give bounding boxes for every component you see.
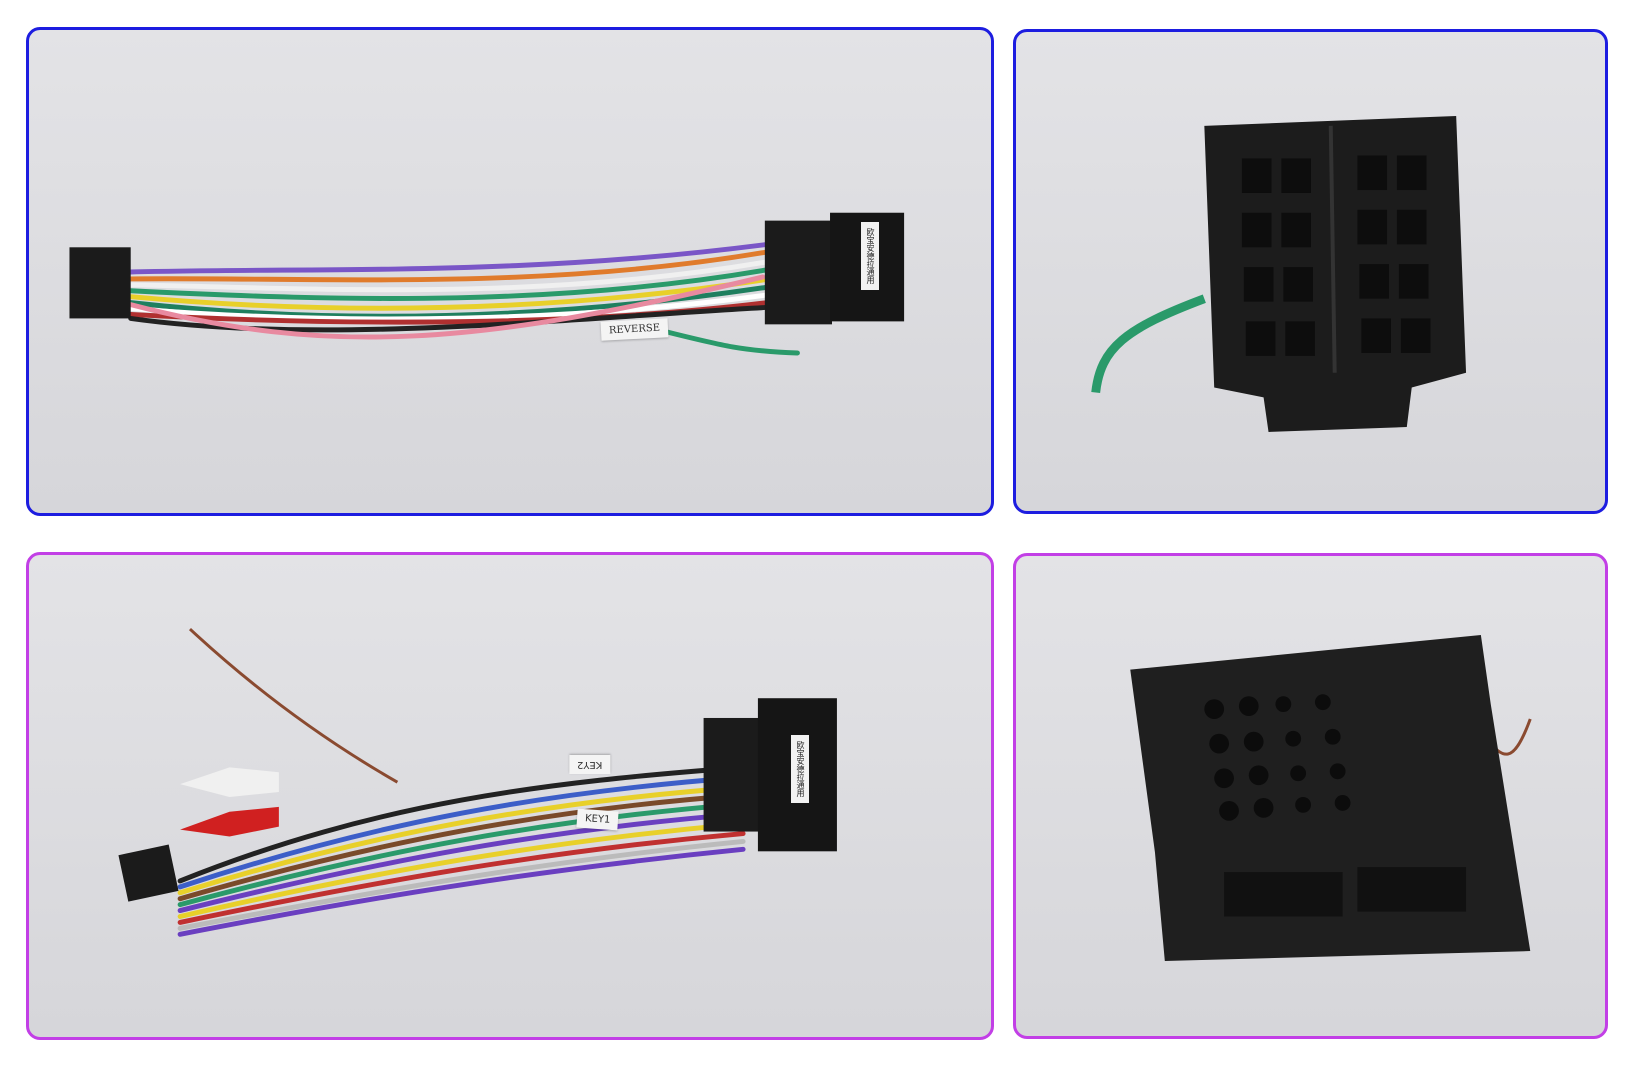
photo-panel-iso-harness: REVERSE 欧宝安德拉通用	[26, 27, 994, 516]
photo-panel-quadlock-harness: KEY2 KEY1 欧宝安德拉通用	[26, 552, 994, 1040]
quadlock-connector-face-illustration	[1130, 635, 1532, 961]
reverse-wire-tag: REVERSE	[600, 318, 669, 341]
iso-plug-large	[764, 220, 832, 325]
key2-wire-tag: KEY2	[569, 755, 611, 774]
photo-panel-iso-connector	[1013, 29, 1608, 514]
connector-label: 欧宝安德拉通用	[861, 222, 879, 290]
quadlock-plug	[703, 717, 763, 832]
connector-label: 欧宝安德拉通用	[791, 735, 809, 803]
pin-slots	[1241, 155, 1431, 356]
iso-harness-illustration	[69, 212, 905, 356]
photo-panel-quadlock-connector	[1013, 553, 1608, 1039]
pin-holes	[1204, 694, 1351, 821]
key1-wire-tag: KEY1	[576, 808, 619, 831]
small-plug	[118, 844, 179, 902]
iso-plug-small	[69, 247, 131, 319]
quadlock-harness-illustration	[118, 627, 837, 937]
iso-connector-face-illustration	[1091, 115, 1467, 432]
